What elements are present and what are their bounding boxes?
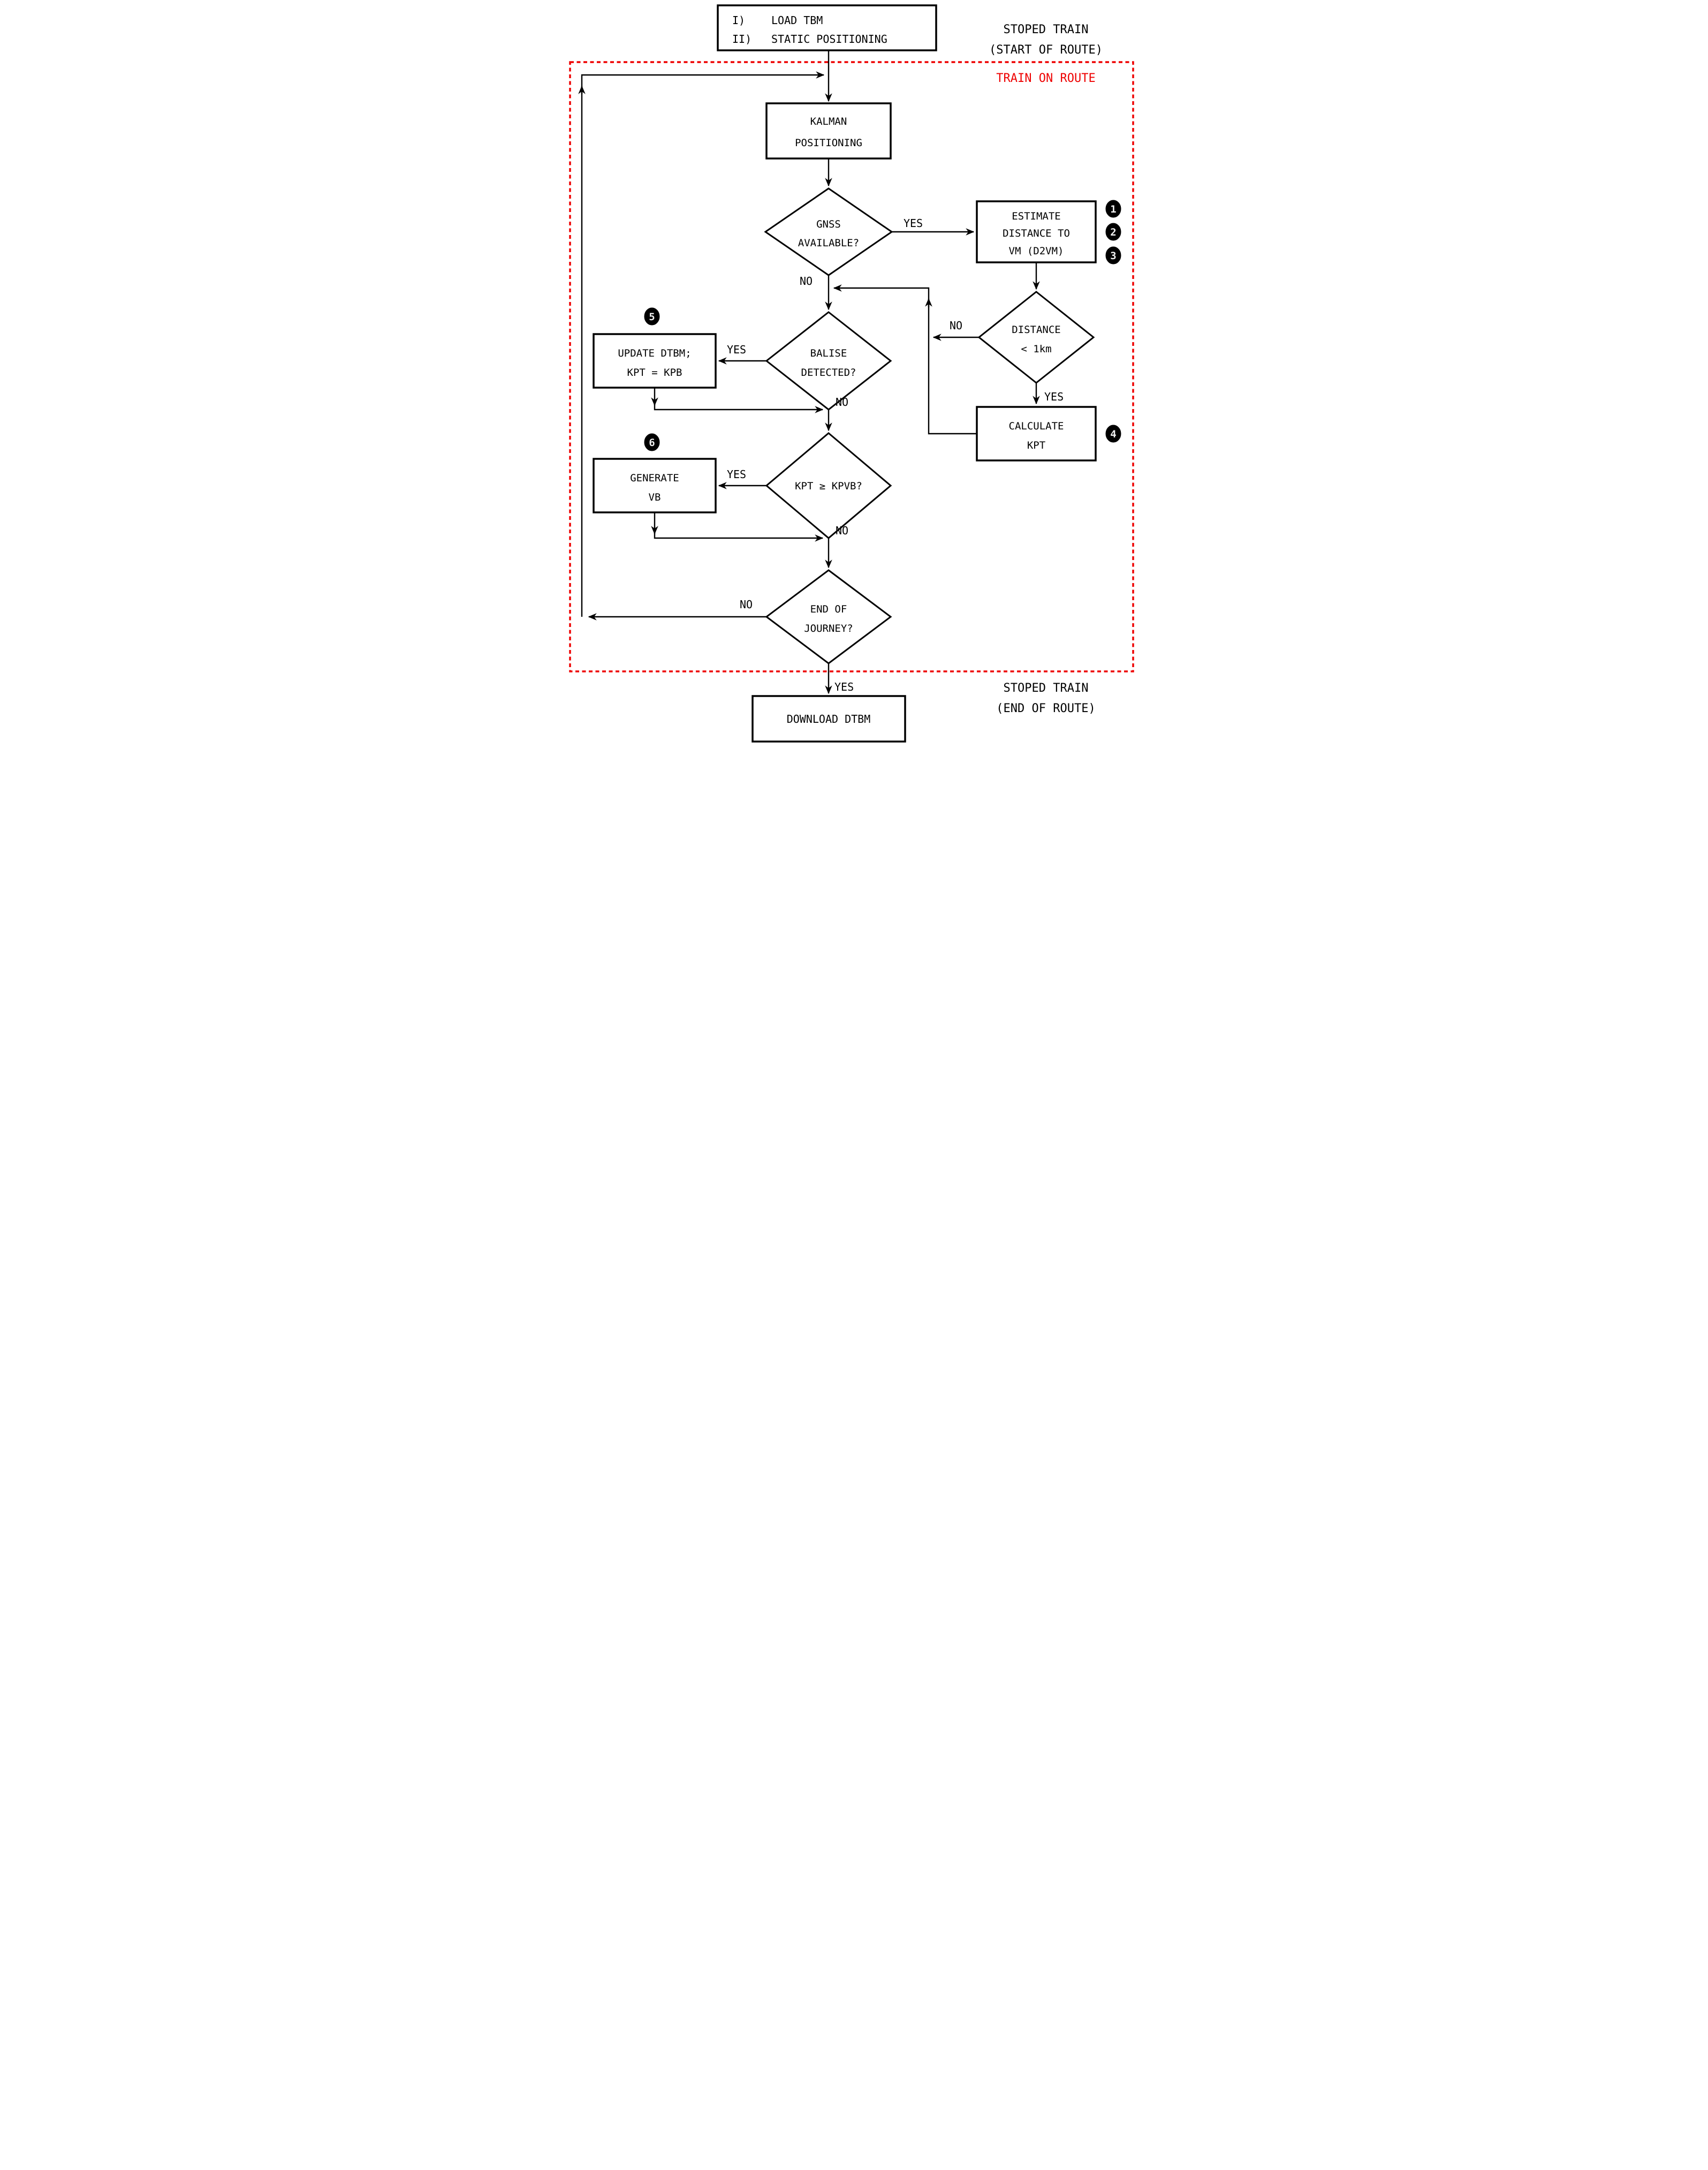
badge-1-number: 1: [1110, 203, 1116, 215]
gnss-label-line2: AVAILABLE?: [798, 237, 859, 249]
kpt-no-label: NO: [836, 524, 848, 537]
badge-6-circle: [644, 433, 659, 451]
end-no-label: NO: [739, 598, 752, 611]
generate-vb-box: [592, 458, 717, 513]
gnss-no-label: NO: [799, 275, 812, 288]
balise-yes-label: YES: [726, 343, 746, 356]
stoped-train-end-caption-line2: (END OF ROUTE): [996, 702, 1095, 715]
badge-6: 6: [644, 433, 659, 451]
download-box: [751, 695, 906, 743]
end-journey-label-line1: END OF: [810, 603, 847, 615]
edge-generate-return: [654, 512, 823, 542]
badge-6-number: 6: [649, 437, 655, 449]
start-item2-label: STATIC POSITIONING: [771, 33, 887, 46]
kalman-box: [765, 102, 892, 160]
train-on-route-region-border: [568, 61, 1134, 672]
distance-label-line1: DISTANCE: [1012, 324, 1061, 336]
train-on-route-caption: TRAIN ON ROUTE: [996, 72, 1095, 85]
kpt-yes-label: YES: [726, 468, 746, 481]
stoped-train-end-caption-line1: STOPED TRAIN: [1003, 682, 1088, 695]
update-dtbm-label-line1: UPDATE DTBM;: [618, 347, 691, 359]
generate-vb-label-line1: GENERATE: [630, 472, 679, 484]
badge-1: 1: [1105, 200, 1121, 218]
badge-5: 5: [644, 307, 659, 326]
gnss-yes-label: YES: [903, 217, 922, 230]
edge-update-return: [654, 388, 823, 413]
update-dtbm-label-line2: KPT = KPB: [627, 367, 682, 379]
badge-2-number: 2: [1110, 226, 1116, 238]
balise-no-label: NO: [836, 396, 848, 409]
kpt-check-diamond: [765, 432, 892, 539]
badge-4: 4: [1105, 425, 1121, 443]
badge-1-circle: [1105, 200, 1121, 218]
update-dtbm-box: [592, 333, 717, 389]
edge-left-feedback-loop: [581, 71, 824, 617]
kalman-label-line1: KALMAN: [810, 116, 847, 127]
calculate-box: [975, 406, 1097, 462]
distance-diamond: [977, 291, 1095, 384]
balise-diamond: [765, 311, 892, 411]
generate-vb-label-line2: VB: [648, 492, 661, 503]
badge-5-number: 5: [649, 311, 655, 323]
badge-4-number: 4: [1110, 428, 1116, 440]
badge-5-circle: [644, 307, 659, 326]
flowchart-svg: I) LOAD TBM II) STATIC POSITIONING KALMA…: [568, 4, 1134, 743]
badge-3: 3: [1105, 246, 1121, 264]
badge-2: 2: [1105, 223, 1121, 241]
estimate-label-line3: VM (D2VM): [1008, 245, 1064, 257]
estimate-label-line2: DISTANCE TO: [1003, 228, 1070, 239]
end-journey-label-line2: JOURNEY?: [804, 623, 853, 634]
badge-4-circle: [1105, 425, 1121, 443]
start-box: [716, 4, 937, 51]
edge-calculate-feedback: [833, 284, 977, 435]
balise-label-line1: BALISE: [810, 347, 847, 359]
estimate-label-line1: ESTIMATE: [1012, 210, 1061, 222]
stoped-train-start-caption-line2: (START OF ROUTE): [989, 43, 1103, 57]
balise-label-line2: DETECTED?: [801, 367, 856, 379]
badge-2-circle: [1105, 223, 1121, 241]
badge-3-number: 3: [1110, 250, 1116, 262]
kalman-label-line2: POSITIONING: [795, 137, 862, 149]
calculate-label-line2: KPT: [1027, 440, 1045, 451]
distance-no-label: NO: [949, 319, 962, 332]
estimate-box: [975, 200, 1097, 263]
start-item2-num: II): [732, 33, 751, 46]
kpt-check-label: KPT ≥ KPVB?: [795, 480, 862, 492]
gnss-label-line1: GNSS: [816, 218, 841, 230]
calculate-label-line1: CALCULATE: [1008, 420, 1064, 432]
distance-label-line2: < 1km: [1021, 343, 1051, 355]
end-yes-label: YES: [834, 681, 854, 693]
start-item1-num: I): [732, 14, 745, 27]
badge-3-circle: [1105, 246, 1121, 264]
end-journey-diamond: [765, 569, 892, 664]
stoped-train-start-caption-line1: STOPED TRAIN: [1003, 23, 1088, 36]
flowchart-page: I) LOAD TBM II) STATIC POSITIONING KALMA…: [559, 0, 1149, 752]
distance-yes-label: YES: [1044, 390, 1064, 403]
gnss-diamond: [763, 187, 893, 276]
download-label: DOWNLOAD DTBM: [786, 713, 870, 725]
start-item1-label: LOAD TBM: [771, 14, 823, 27]
